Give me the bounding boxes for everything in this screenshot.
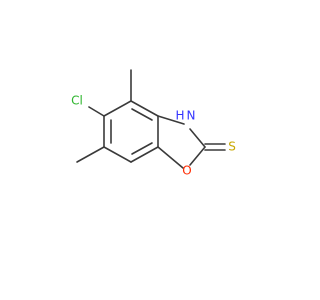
- structure-canvas: Cl H N O S: [71, 69, 236, 178]
- bond-c2-o: [189, 146, 206, 166]
- nitrogen-label: N: [187, 109, 196, 123]
- chlorine-label: Cl: [71, 94, 83, 108]
- bond-c3a-c4: [130, 100, 159, 117]
- bond-o-c7a: [157, 146, 184, 169]
- bond-c7-c7a: [130, 146, 159, 163]
- bond-c6-methyl: [76, 146, 105, 163]
- bond-c7-c7a-inner: [131, 142, 153, 155]
- bond-c6-c7: [103, 146, 132, 163]
- bond-c3a-c4-inner: [131, 108, 153, 121]
- bond-c3a-n: [157, 115, 185, 125]
- nitrogen-h-label: H: [175, 109, 184, 123]
- sulfur-label: S: [228, 140, 236, 154]
- bond-c5-cl: [88, 106, 105, 117]
- bond-n-c2: [189, 128, 206, 148]
- benzoxazole-thione-structure: Cl H N O S: [71, 69, 236, 178]
- bond-c4-c5: [103, 100, 132, 117]
- oxygen-label: O: [182, 164, 191, 178]
